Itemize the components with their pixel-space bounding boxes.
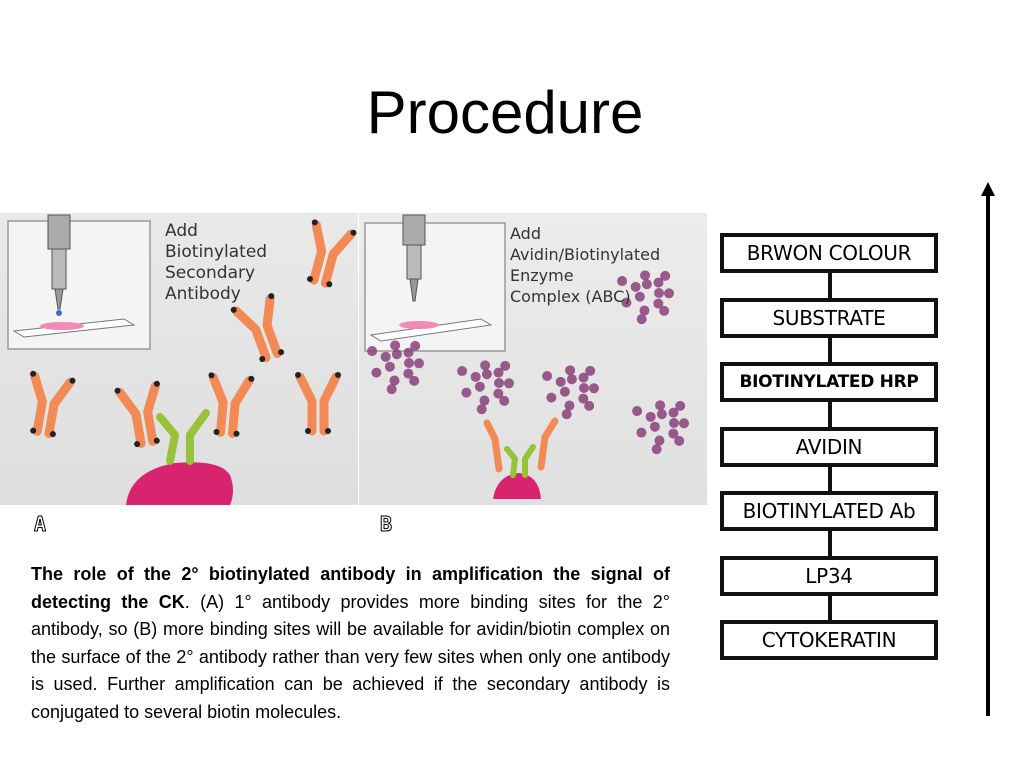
secondary-antibodies — [30, 219, 357, 448]
panel-b-drawing — [364, 214, 689, 499]
flow-step-cytokeratin: CYTOKERATIN — [720, 620, 938, 660]
secondary-antibody — [306, 219, 357, 288]
avidin-biotin-complex — [457, 360, 514, 415]
pipette-barrel — [51, 248, 67, 290]
flow-connector — [828, 337, 832, 362]
primary-antibody — [504, 444, 536, 478]
slide-title: Procedure — [366, 79, 644, 146]
pipette-tip — [54, 288, 64, 310]
primary-antibody — [156, 409, 210, 465]
up-arrow-icon — [981, 182, 995, 716]
panel-a-instruction: Add Biotinylated Secondary Antibody — [165, 221, 268, 304]
detection-flowchart: BRWON COLOUR SUBSTRATE BIOTINYLATED HRP AVI… — [720, 233, 942, 673]
panel-b-illustration: Add Avidin/Biotinylated Enzyme Complex (… — [359, 213, 707, 505]
pipette-body — [402, 214, 426, 246]
abc-complexes — [367, 270, 689, 455]
tissue-spot — [399, 321, 439, 329]
caption-text: . (A) 1° antibody provides more binding … — [31, 591, 670, 722]
flow-step-substrate: SUBSTRATE — [720, 297, 938, 338]
droplet — [56, 310, 62, 316]
panel-a-illustration: Add Biotinylated Secondary Antibody — [0, 213, 358, 505]
panel-b-label: B — [379, 512, 393, 537]
caption-bold: The role of the 2° biotinylated antibody… — [31, 564, 670, 612]
slide — [369, 318, 493, 342]
avidin-biotin-complex — [542, 365, 599, 420]
tissue-spot — [40, 322, 84, 330]
secondary-antibody — [208, 372, 255, 438]
flow-step-biotinylated-ab: BIOTINYLATED Ab — [720, 491, 938, 531]
pipette-body — [47, 214, 71, 250]
flow-connector — [828, 466, 832, 491]
flow-connector — [828, 595, 832, 620]
secondary-antibody — [295, 372, 341, 436]
flow-connector — [828, 531, 832, 556]
avidin-biotin-complex — [617, 270, 674, 325]
secondary-antibody — [483, 417, 559, 473]
panel-a-label: A — [33, 512, 47, 537]
flow-step-brwon-colour: BRWON COLOUR — [720, 233, 938, 273]
panel-b-instruction: Add Avidin/Biotinylated Enzyme Complex (… — [510, 224, 661, 306]
flow-step-avidin: AVIDIN — [720, 426, 938, 467]
pipette-tip — [409, 278, 419, 302]
antigen — [126, 462, 233, 505]
secondary-antibody — [114, 380, 160, 448]
panel-a-drawing — [7, 214, 357, 505]
secondary-antibody — [230, 293, 285, 363]
flow-step-biotinylated-hrp: BIOTINYLATED HRP — [720, 362, 938, 402]
avidin-biotin-complex — [367, 340, 424, 395]
avidin-biotin-complex — [632, 400, 689, 455]
flow-step-lp34: LP34 — [720, 555, 938, 596]
caption-paragraph: The role of the 2° biotinylated antibody… — [31, 561, 670, 726]
antigen — [493, 473, 541, 499]
flow-connector — [828, 402, 832, 427]
pipette-barrel — [406, 244, 422, 280]
secondary-antibody — [30, 370, 76, 438]
flow-connector — [828, 273, 832, 298]
